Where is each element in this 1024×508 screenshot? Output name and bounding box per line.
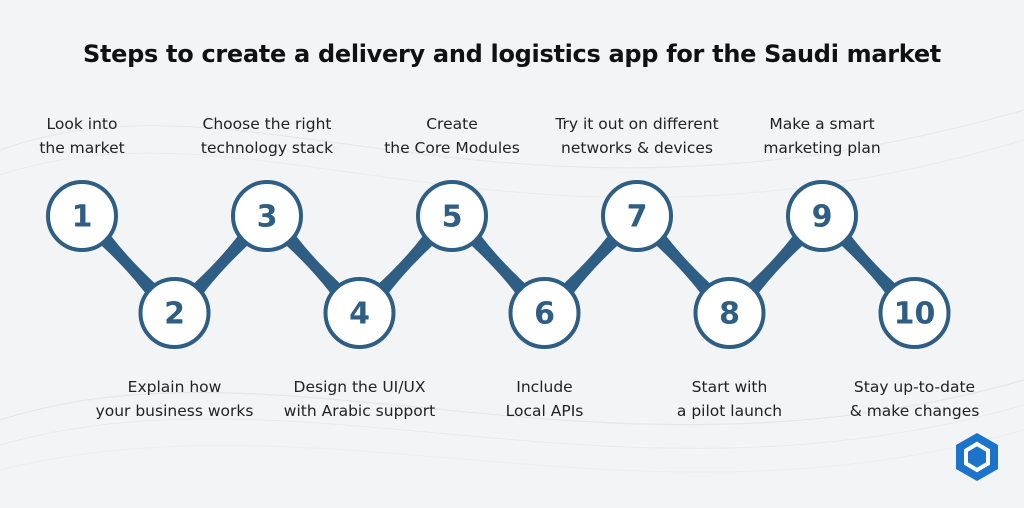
step-number: 9: [812, 200, 833, 235]
step-label-line: with Arabic support: [283, 402, 436, 420]
step-circle: [786, 180, 858, 252]
step-circle: [138, 277, 211, 349]
page-title: Steps to create a delivery and logistics…: [83, 40, 941, 68]
step-circle: [693, 277, 766, 349]
step-circle: [323, 277, 396, 349]
step-label-line: Try it out on different: [555, 115, 719, 133]
step-1: 1: [46, 180, 118, 252]
step-label-line: Local APIs: [505, 402, 584, 420]
step-label-line: the Core Modules: [384, 139, 520, 157]
step-label-5: Create the Core Modules: [352, 112, 552, 160]
step-label-line: Start with: [691, 378, 768, 396]
step-number: 3: [257, 200, 278, 235]
step-7: 7: [601, 180, 673, 252]
step-9: 9: [786, 180, 858, 252]
step-number: 5: [442, 200, 463, 235]
step-label-10: Stay up-to-date & make changes: [815, 375, 1015, 423]
step-label-2: Explain how your business works: [75, 375, 275, 423]
step-3: 3: [231, 180, 303, 252]
step-number: 8: [719, 297, 740, 332]
step-label-line: Choose the right: [202, 115, 332, 133]
step-number: 2: [164, 297, 185, 332]
step-label-line: Design the UI/UX: [293, 378, 426, 396]
step-circle: [46, 180, 118, 252]
step-label-line: the market: [39, 139, 125, 157]
step-circle: [231, 180, 303, 252]
step-label-4: Design the UI/UX with Arabic support: [260, 375, 460, 423]
step-label-7: Try it out on different networks & device…: [537, 112, 737, 160]
step-label-line: & make changes: [849, 402, 980, 420]
step-number: 1: [72, 200, 93, 235]
step-number: 4: [349, 297, 370, 332]
step-number: 6: [534, 297, 555, 332]
step-6: 6: [508, 277, 581, 349]
step-8: 8: [693, 277, 766, 349]
step-10: 10: [878, 277, 951, 349]
step-circle: [416, 180, 488, 252]
step-label-1: Look into the market: [0, 112, 182, 160]
step-label-9: Make a smart marketing plan: [722, 112, 922, 160]
step-label-line: technology stack: [200, 139, 334, 157]
step-number: 7: [627, 200, 648, 235]
step-label-line: Explain how: [127, 378, 222, 396]
step-5: 5: [416, 180, 488, 252]
step-label-line: your business works: [95, 402, 254, 420]
step-label-line: Include: [516, 378, 573, 396]
step-label-8: Start with a pilot launch: [630, 375, 830, 423]
step-label-line: marketing plan: [763, 139, 881, 157]
step-label-line: Create: [426, 115, 478, 133]
step-circle: [601, 180, 673, 252]
step-label-line: Stay up-to-date: [853, 378, 976, 396]
step-label-line: a pilot launch: [676, 402, 783, 420]
step-circle: [878, 277, 951, 349]
step-number: 10: [894, 297, 936, 332]
step-label-3: Choose the right technology stack: [167, 112, 367, 160]
step-circles: 1 2 3 4 5 6 7 8 9 10: [46, 180, 951, 349]
step-label-line: Make a smart: [769, 115, 875, 133]
step-2: 2: [138, 277, 211, 349]
step-label-line: Look into: [46, 115, 118, 133]
step-label-line: networks & devices: [561, 139, 713, 157]
step-4: 4: [323, 277, 396, 349]
hexagon-logo-icon: [956, 433, 998, 481]
step-circle: [508, 277, 581, 349]
